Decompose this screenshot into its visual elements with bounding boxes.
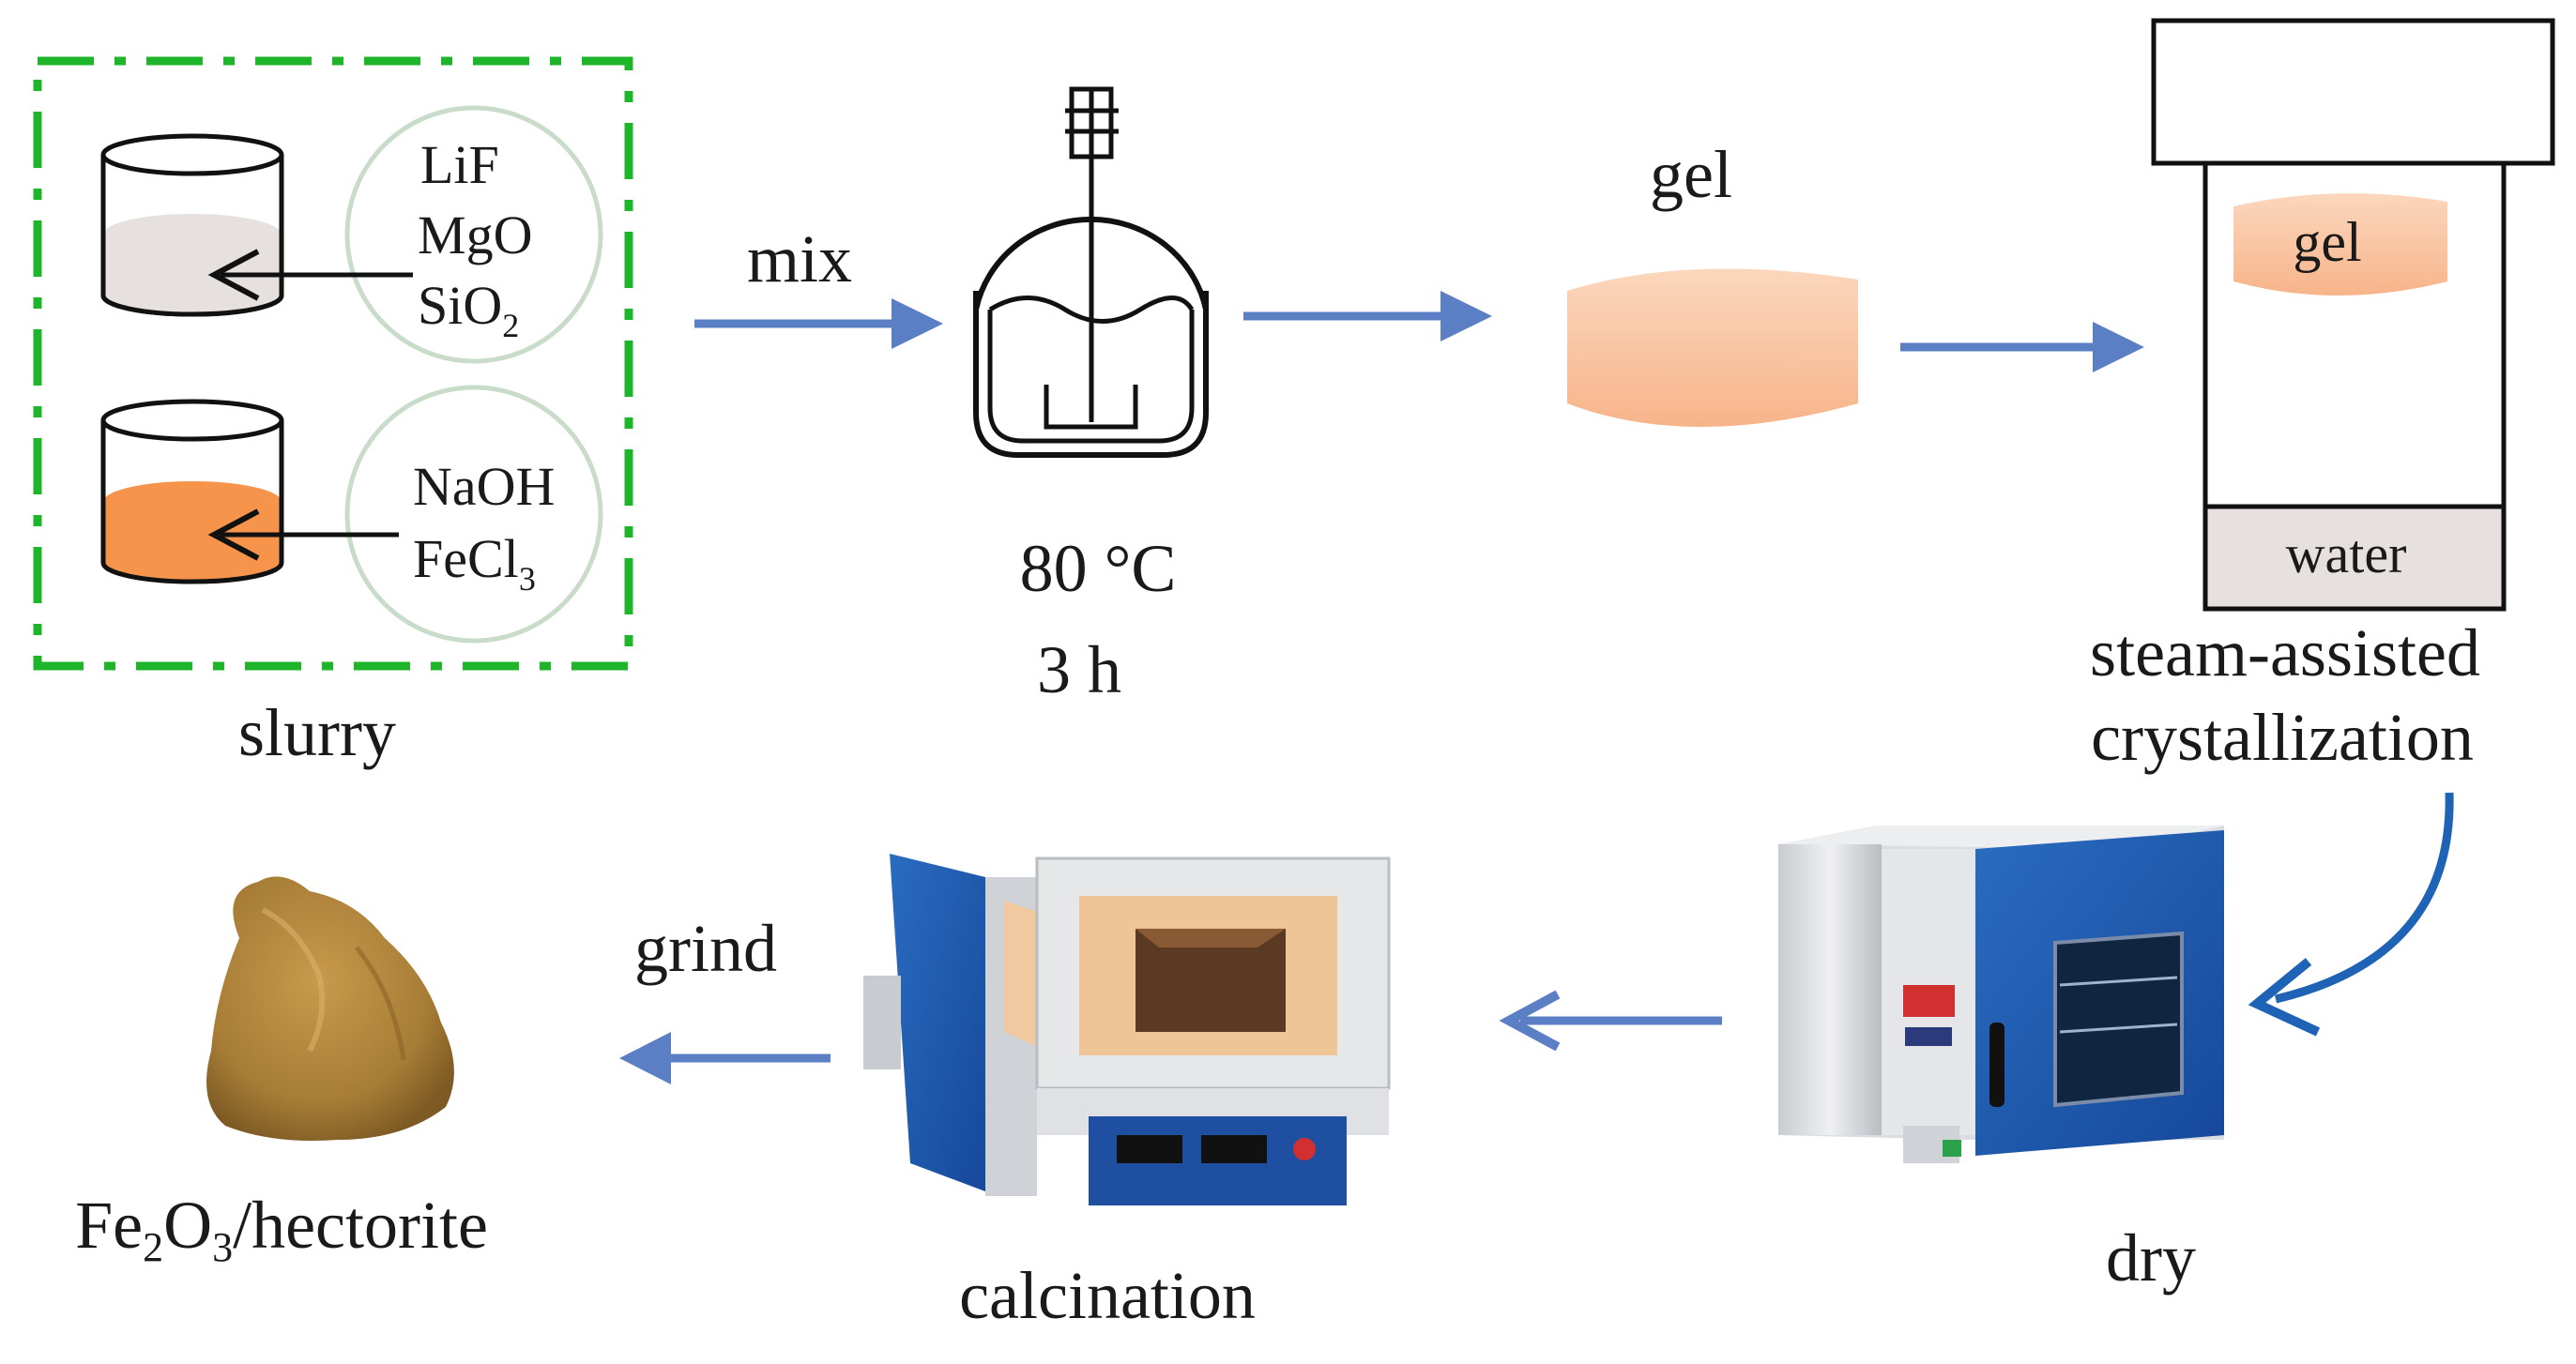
beaker-top <box>100 133 284 317</box>
drying-oven <box>1778 826 2224 1163</box>
mix-label: mix <box>747 221 852 296</box>
slurry-group: LiF MgO SiO2 NaOH FeCl3 slurry <box>33 56 633 770</box>
stirred-reactor: 80 °C 3 h <box>973 86 1209 707</box>
slurry-label: slurry <box>238 695 396 770</box>
oven-handle <box>1989 1023 2004 1107</box>
reagent-naoh: NaOH <box>413 456 555 517</box>
product-label: Fe2O3/hectorite <box>75 1188 488 1270</box>
gel-shape <box>1567 268 1858 427</box>
reaction-temperature: 80 °C <box>1020 531 1177 606</box>
autoclave: gel water steam-assisted crystallization <box>2090 18 2555 775</box>
autoclave-gel <box>2233 193 2447 296</box>
grind-label: grind <box>634 911 777 986</box>
reagent-lif: LiF <box>420 134 499 195</box>
reagent-fecl3: FeCl3 <box>413 528 536 598</box>
crystallization-caption-1: steam-assisted <box>2090 615 2480 690</box>
slurry-frame <box>33 56 633 671</box>
autoclave-water <box>2203 504 2507 612</box>
oven-window <box>2053 931 2184 1108</box>
reaction-time: 3 h <box>1037 632 1121 707</box>
autoclave-lid <box>2151 18 2555 166</box>
muffle-furnace <box>863 854 1391 1205</box>
gel-label: gel <box>1650 137 1732 212</box>
reagent-circle-top <box>344 105 603 364</box>
beaker-bottom-liquid <box>103 481 282 582</box>
reagent-circle-bottom <box>344 385 603 644</box>
dry-label: dry <box>2106 1220 2196 1296</box>
beaker-bottom <box>100 399 284 584</box>
crystallization-caption-2: crystallization <box>2091 700 2474 775</box>
autoclave-gel-label: gel <box>2293 211 2361 273</box>
reagent-sio2: SiO2 <box>418 275 519 344</box>
furnace-open-door <box>890 854 985 1191</box>
autoclave-water-label: water <box>2286 523 2407 584</box>
calcination-label: calcination <box>959 1258 1256 1333</box>
arrow-curved-to-dry <box>2274 792 2454 1004</box>
powder-pile <box>206 876 454 1141</box>
reagent-mgo: MgO <box>418 205 532 265</box>
